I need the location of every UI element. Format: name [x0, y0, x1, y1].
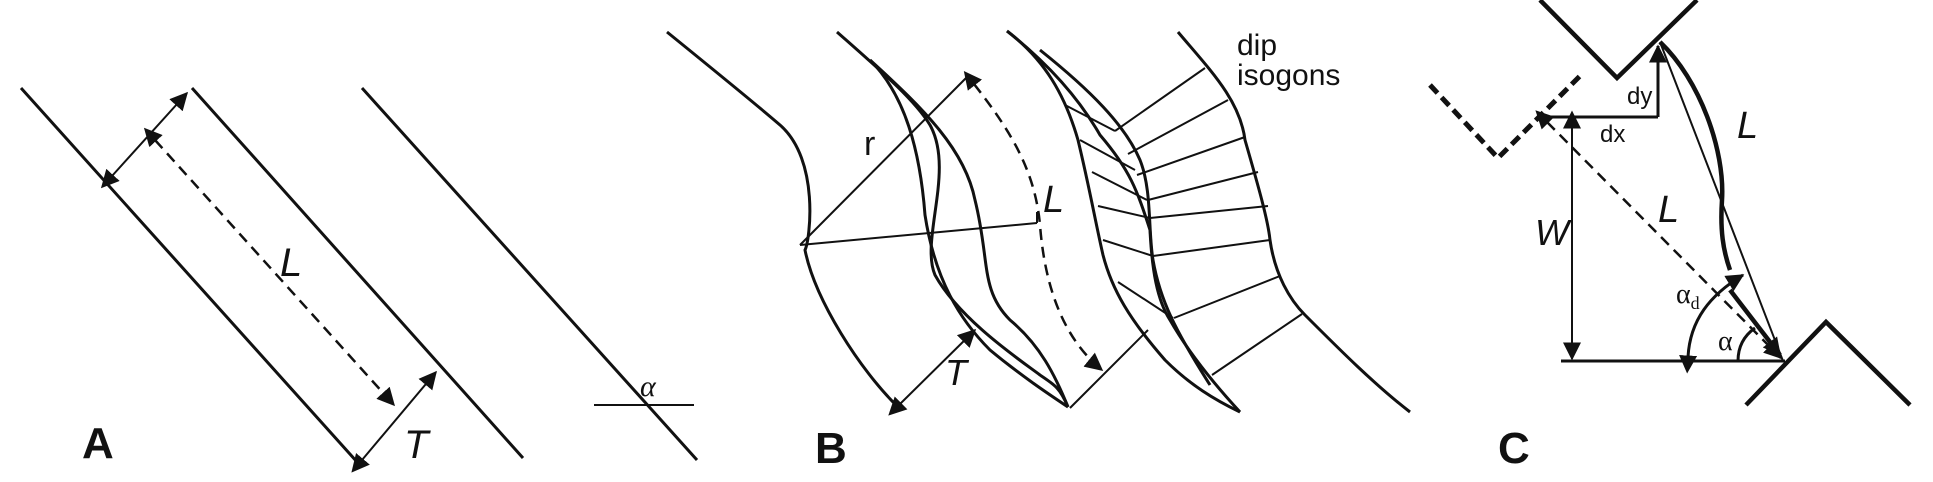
label-dip: dip — [1237, 29, 1277, 62]
panel-label-b: B — [815, 424, 847, 473]
label-radius: r — [864, 125, 875, 163]
label-width: W — [1535, 212, 1572, 253]
label-thickness: T — [404, 423, 431, 467]
thickness-arrow-bottom — [351, 370, 437, 473]
label-dx: dx — [1600, 121, 1625, 148]
isogon-right-boundary — [1176, 31, 1411, 414]
upper-zigzag — [1538, 0, 1699, 82]
label-thickness: T — [945, 352, 970, 393]
label-length-chord: L — [1658, 189, 1679, 231]
alpha-arc — [1736, 326, 1756, 362]
label-dy: dy — [1627, 83, 1652, 110]
fold-limb-curve — [1658, 40, 1733, 271]
label-length: L — [280, 241, 302, 285]
thickness-arrow — [888, 328, 977, 416]
layer-bottom-edge — [1069, 329, 1149, 409]
radius-line — [799, 75, 969, 246]
panel-label-c: C — [1498, 424, 1530, 473]
length-arrow-dashed — [143, 127, 396, 407]
isogon-mid-boundary — [1039, 48, 1212, 386]
thickness-arrow-top — [100, 91, 189, 189]
displaced-zigzag-dashed — [1428, 73, 1583, 162]
label-length-curve: L — [1737, 105, 1758, 147]
label-length: L — [1043, 179, 1064, 221]
center-line — [799, 222, 1038, 246]
dip-isogons — [1064, 67, 1303, 376]
panel-c: dy dx W L L αd α C — [1428, 0, 1912, 473]
panel-label-a: A — [82, 419, 114, 468]
label-alpha-d: αd — [1676, 279, 1700, 313]
panel-b: r L T dip — [666, 29, 1411, 473]
chord-length-dashed — [1535, 110, 1783, 360]
fold-limb-lower — [1728, 288, 1782, 357]
panel-a: L T α A — [19, 86, 699, 473]
bed-line-2 — [190, 86, 525, 460]
bed-line-1 — [19, 86, 360, 465]
label-alpha: α — [1718, 326, 1733, 357]
label-angle: α — [640, 370, 657, 403]
alpha-d-arc — [1679, 273, 1745, 374]
fold-curve-3 — [868, 58, 1069, 409]
length-arc-dashed — [963, 71, 1104, 371]
bed-line-3 — [360, 86, 699, 462]
chord-line — [1659, 41, 1784, 362]
isogon-outer-left-boundary — [1006, 29, 1241, 414]
fold-curve-4 — [868, 58, 1070, 408]
fold-curve-2 — [836, 30, 1070, 408]
lower-zigzag — [1744, 318, 1912, 407]
label-isogons: isogons — [1237, 59, 1340, 92]
fold-curve-1 — [666, 30, 900, 409]
